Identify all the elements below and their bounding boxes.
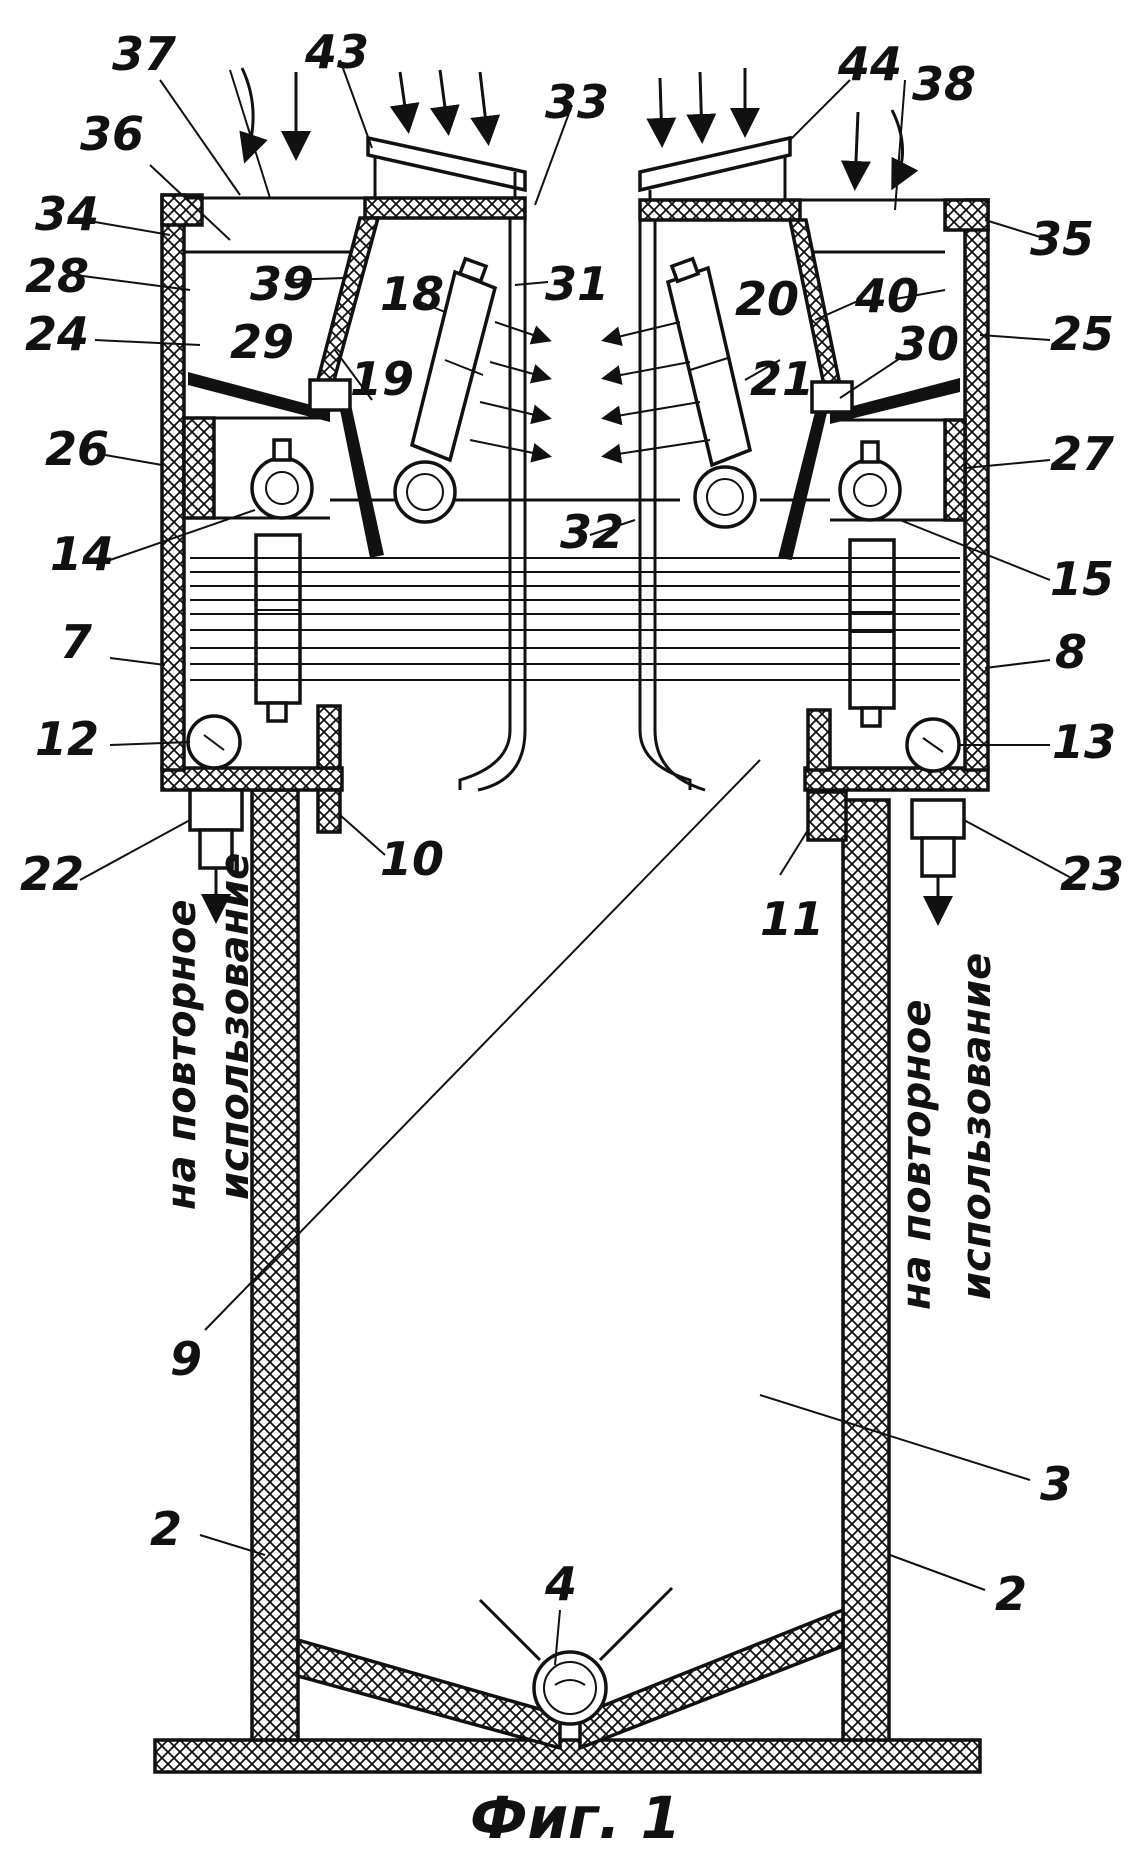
label-4: 4 (544, 1557, 577, 1611)
label-13: 13 (1052, 715, 1116, 769)
label-9: 9 (170, 1332, 202, 1386)
spray-column-8 (850, 540, 894, 726)
label-36: 36 (80, 107, 144, 161)
label-24: 24 (25, 307, 89, 361)
label-38: 38 (912, 57, 976, 111)
label-2-left: 2 (150, 1502, 182, 1556)
tank-wall-left (252, 790, 298, 1740)
label-32: 32 (560, 505, 624, 559)
label-11: 11 (760, 892, 824, 946)
strip-lines (190, 558, 960, 680)
label-20: 20 (735, 272, 799, 326)
label-2-right: 2 (995, 1567, 1027, 1621)
label-29: 29 (230, 315, 294, 369)
label-21: 21 (750, 352, 814, 406)
label-31: 31 (545, 257, 609, 311)
label-28: 28 (25, 249, 89, 303)
label-44: 44 (837, 37, 902, 91)
valve-14 (252, 440, 312, 518)
label-25: 25 (1050, 307, 1114, 361)
label-27: 27 (1050, 427, 1114, 481)
outlet-23 (912, 800, 964, 920)
label-40: 40 (854, 269, 919, 323)
flap-29 (310, 380, 384, 558)
label-34: 34 (35, 187, 99, 241)
label-7: 7 (60, 615, 92, 669)
label-3: 3 (1040, 1457, 1072, 1511)
label-22: 22 (20, 847, 84, 901)
label-30: 30 (895, 317, 959, 371)
label-18: 18 (380, 267, 444, 321)
annotation-right-line1: на повторное (894, 999, 940, 1310)
flap-30 (778, 382, 852, 560)
label-33: 33 (545, 75, 609, 129)
label-14: 14 (50, 527, 114, 581)
spray-column-7 (256, 535, 300, 721)
shutter-43 (368, 138, 525, 198)
label-10: 10 (380, 832, 444, 886)
label-39: 39 (250, 257, 314, 311)
annotation-left: на повторное использование (159, 853, 258, 1210)
label-26: 26 (45, 422, 109, 476)
shutter-44 (640, 138, 790, 200)
annotation-left-line1: на повторное (159, 899, 205, 1210)
label-15: 15 (1050, 552, 1114, 606)
label-23: 23 (1060, 847, 1124, 901)
annotation-right-line2: использование (954, 953, 1000, 1300)
figure-caption: Фиг. 1 (470, 1784, 681, 1852)
valve-15 (840, 442, 900, 520)
label-19: 19 (350, 352, 414, 406)
label-43: 43 (304, 25, 369, 79)
base-plate (155, 1740, 980, 1772)
spray-arrows (470, 322, 710, 456)
collector-pipe-13 (907, 719, 959, 771)
annotation-left-line2: использование (212, 853, 258, 1200)
label-37: 37 (112, 27, 176, 81)
label-35: 35 (1030, 212, 1094, 266)
trough-10 (318, 706, 340, 832)
annotation-right: на повторное использование (894, 953, 1000, 1310)
label-12: 12 (35, 712, 99, 766)
label-8: 8 (1055, 625, 1087, 679)
tank-wall-right (843, 800, 889, 1740)
collector-pipe-12 (188, 716, 240, 768)
